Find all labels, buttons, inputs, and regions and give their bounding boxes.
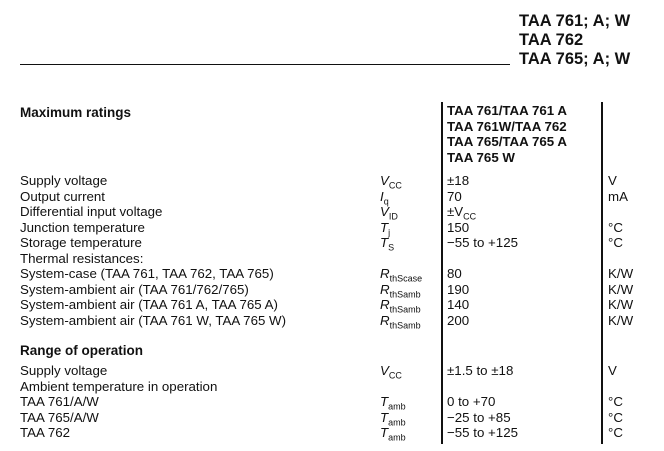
- table-row: TAA 765/A/W Tamb −25 to +85 °C: [0, 409, 664, 428]
- parameter-symbol: Tamb: [380, 425, 406, 443]
- table-row: Output current Iq 70 mA: [0, 188, 664, 207]
- header-line-2: TAA 762: [519, 31, 584, 49]
- table-row: Ambient temperature in operation: [0, 379, 664, 395]
- table-row: Supply voltage VCC ±1.5 to ±18 V: [0, 363, 664, 381]
- parameter-symbol: RthScase: [380, 266, 423, 284]
- parameter-symbol: Iq: [380, 188, 389, 207]
- parameter-value: ±18: [447, 173, 470, 188]
- parameter-label: System-case (TAA 761, TAA 762, TAA 765): [20, 266, 274, 281]
- parameter-value: ±VCC: [447, 204, 477, 222]
- parameter-label: System-ambient air (TAA 761 A, TAA 765 A…: [20, 297, 278, 312]
- part-number-column-header: TAA 761/TAA 761 A TAA 761W/TAA 762 TAA 7…: [447, 103, 567, 165]
- parameter-value: 200: [447, 312, 470, 328]
- parameter-value: 150: [447, 219, 470, 235]
- table-row: TAA 762 Tamb −55 to +125 °C: [0, 425, 664, 443]
- parameter-label: Supply voltage: [20, 173, 108, 188]
- parameter-label: TAA 765/A/W: [20, 409, 99, 425]
- column-divider-right: [601, 102, 603, 444]
- parameter-symbol: VCC: [380, 363, 402, 381]
- parameter-unit: °C: [608, 425, 623, 440]
- parameter-label: Ambient temperature in operation: [20, 378, 218, 394]
- parameter-unit: °C: [608, 235, 623, 250]
- parameter-symbol: RthSamb: [380, 281, 421, 300]
- parameter-symbol: VCC: [380, 173, 402, 191]
- range-of-operation-title: Range of operation: [20, 343, 144, 358]
- table-row: Differential input voltage VID ±VCC: [0, 204, 664, 222]
- table-row: System-ambient air (TAA 761 W, TAA 765 W…: [0, 312, 664, 331]
- parameter-unit: V: [608, 173, 617, 188]
- parameter-symbol: Tamb: [380, 409, 406, 428]
- parameter-value: 0 to +70: [447, 394, 496, 409]
- parameter-symbol: RthSamb: [380, 297, 421, 315]
- parameter-unit: K/W: [608, 312, 634, 328]
- table-row: Storage temperature TS −55 to +125 °C: [0, 235, 664, 253]
- parameter-unit: K/W: [608, 266, 634, 281]
- table-row: TAA 761/A/W Tamb 0 to +70 °C: [0, 394, 664, 412]
- column-header-line: TAA 765/TAA 765 A: [447, 134, 567, 149]
- parameter-label: Supply voltage: [20, 363, 108, 378]
- parameter-label: System-ambient air (TAA 761 W, TAA 765 W…: [20, 312, 287, 328]
- parameter-unit: °C: [608, 394, 623, 409]
- parameter-value: 190: [447, 281, 470, 297]
- parameter-symbol: RthSamb: [380, 312, 421, 331]
- parameter-label: Junction temperature: [20, 219, 145, 235]
- parameter-unit: mA: [608, 188, 628, 204]
- column-header-line: TAA 761/TAA 761 A: [447, 103, 567, 118]
- parameter-symbol: Tj: [380, 219, 391, 238]
- parameter-value: ±1.5 to ±18: [447, 363, 514, 378]
- column-header-line: TAA 761W/TAA 762: [447, 118, 567, 134]
- table-row: System-case (TAA 761, TAA 762, TAA 765) R…: [0, 266, 664, 284]
- parameter-label: Storage temperature: [20, 235, 142, 250]
- parameter-value: −25 to +85: [447, 409, 511, 425]
- table-row: System-ambient air (TAA 761 A, TAA 765 A…: [0, 297, 664, 315]
- table-row: Supply voltage VCC ±18 V: [0, 173, 664, 191]
- parameter-label: System-ambient air (TAA 761/762/765): [20, 281, 249, 297]
- parameter-label: TAA 762: [20, 425, 71, 440]
- parameter-unit: K/W: [608, 281, 634, 297]
- parameter-symbol: Tamb: [380, 394, 406, 412]
- header-line-1: TAA 761; A; W: [519, 12, 631, 30]
- parameter-symbol: TS: [380, 235, 395, 253]
- parameter-unit: °C: [608, 409, 623, 425]
- parameter-unit: °C: [608, 219, 623, 235]
- parameter-value: 80: [447, 266, 462, 281]
- column-header-line: TAA 765 W: [447, 149, 515, 165]
- max-ratings-title: Maximum ratings: [20, 105, 132, 120]
- parameter-symbol: VID: [380, 204, 398, 222]
- parameter-label: Thermal resistances:: [20, 250, 144, 266]
- table-row: Junction temperature Tj 150 °C: [0, 219, 664, 238]
- parameter-value: −55 to +125: [447, 235, 518, 250]
- parameter-value: −55 to +125: [447, 425, 518, 440]
- parameter-unit: V: [608, 363, 617, 378]
- parameter-value: 70: [447, 188, 462, 204]
- header-line-3: TAA 765; A; W: [519, 50, 631, 68]
- table-row: System-ambient air (TAA 761/762/765) RthS…: [0, 281, 664, 300]
- parameter-label: TAA 761/A/W: [20, 394, 99, 409]
- parameter-label: Differential input voltage: [20, 204, 163, 219]
- table-row: Thermal resistances:: [0, 251, 664, 267]
- parameter-value: 140: [447, 297, 470, 312]
- parameter-label: Output current: [20, 188, 105, 204]
- header-rule: [20, 64, 510, 66]
- column-divider-left: [441, 102, 443, 444]
- parameter-unit: K/W: [608, 297, 634, 312]
